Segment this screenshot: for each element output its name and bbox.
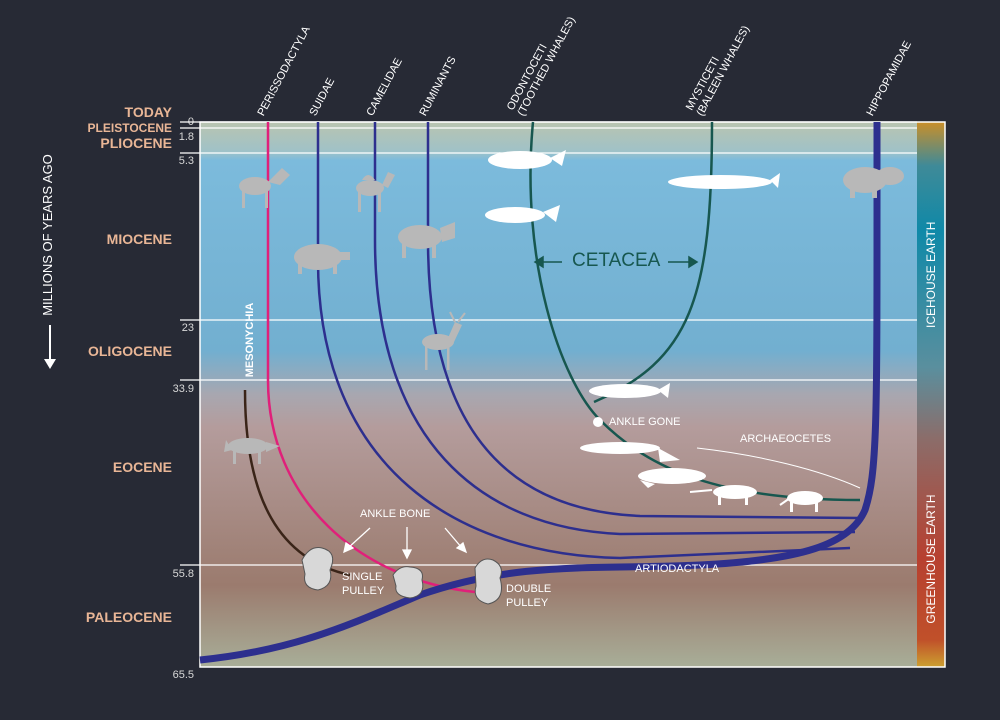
artiodactyla-trunk	[199, 121, 881, 664]
ankle-bone-label: ANKLE BONE	[360, 508, 431, 520]
camel-silhouette	[356, 172, 395, 212]
ankle-bone-single-1	[301, 547, 334, 591]
dolphin-silhouette-1	[488, 150, 566, 169]
deer-silhouette	[422, 311, 466, 370]
greenhouse-label: GREENHOUSE EARTH	[924, 494, 938, 624]
epoch-paleocene: PALEOCENE	[85, 609, 172, 625]
tick-55-8: 55.8	[172, 568, 194, 580]
ruminants-line	[426, 122, 861, 520]
ankle-gone-label: ANKLE GONE	[609, 416, 681, 428]
suidae-line	[316, 122, 851, 560]
archaeocetes-curve	[696, 447, 861, 489]
baleen-whale-silhouette	[668, 173, 780, 189]
epoch-eocene: EOCENE	[112, 459, 172, 475]
early-whale-silhouette	[589, 383, 670, 398]
epoch-today: TODAY	[124, 104, 172, 120]
tick-5-3: 5.3	[178, 155, 194, 167]
tick-65-5: 65.5	[172, 669, 194, 681]
cow-silhouette	[398, 222, 455, 258]
icehouse-label: ICEHOUSE EARTH	[924, 221, 938, 328]
ankle-bone-double	[474, 558, 502, 605]
ankle-bone-arrows	[343, 527, 468, 560]
cetacea-label: CETACEA	[572, 250, 661, 271]
indohyus-silhouette	[779, 491, 823, 512]
horse-silhouette	[239, 168, 290, 208]
epoch-pleistocene: PLEISTOCENE	[87, 121, 172, 135]
dolphin-silhouette-2	[485, 205, 560, 223]
basilosaurus-silhouette	[580, 442, 680, 462]
ankle-bone-single-2	[392, 566, 424, 599]
epoch-pliocene: PLIOCENE	[100, 135, 172, 151]
pakicetus-silhouette	[689, 485, 757, 505]
down-arrow-icon	[44, 325, 56, 369]
cetacea-arrows	[533, 255, 699, 269]
epoch-miocene: MIOCENE	[106, 231, 172, 247]
tick-23: 23	[181, 322, 194, 334]
hippo-silhouette	[843, 167, 904, 198]
archaeocetes-label: ARCHAEOCETES	[740, 433, 832, 445]
epoch-oligocene: OLIGOCENE	[87, 343, 172, 359]
climate-bar	[917, 122, 945, 667]
camelidae-line	[373, 122, 856, 536]
ankle-gone-dot	[593, 417, 603, 427]
tick-1-8: 1.8	[178, 131, 194, 143]
tick-33-9: 33.9	[172, 383, 194, 395]
mesonychid-silhouette	[224, 438, 280, 464]
mesonychia-label: MESONYCHIA	[244, 302, 256, 378]
perissodactyla-line	[266, 122, 476, 594]
pig-silhouette	[294, 244, 350, 274]
artiodactyla-label: ARTIODACTYLA	[635, 563, 720, 575]
ambulocetus-silhouette	[638, 468, 706, 488]
